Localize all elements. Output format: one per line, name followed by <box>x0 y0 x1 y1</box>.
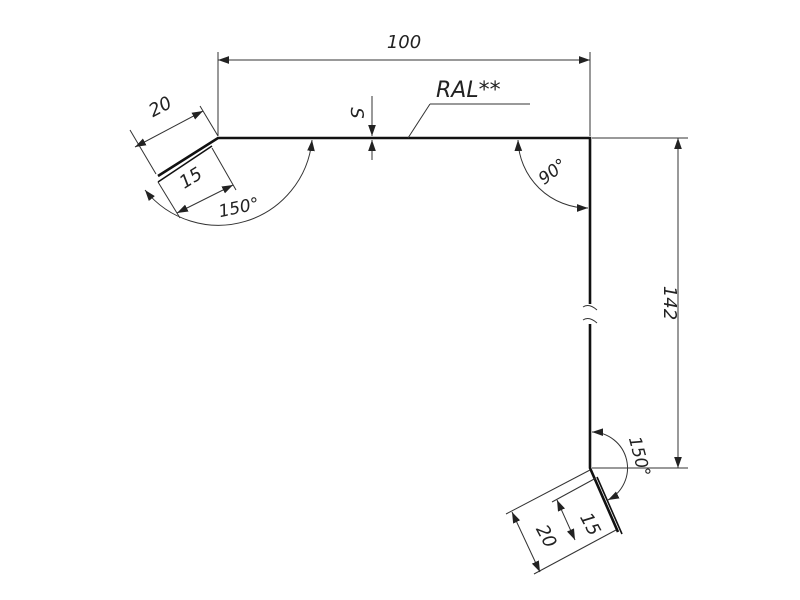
thickness-label: S <box>346 107 367 118</box>
sheet-profile <box>157 136 623 535</box>
bottom-flange-outer-dimension-line <box>511 511 541 573</box>
top-right-corner-angle: 90° <box>514 139 589 212</box>
height-label: 142 <box>659 286 680 320</box>
bottom-angle-arc <box>591 428 628 501</box>
top-left-flange-outer-label: 20 <box>145 92 175 121</box>
top-left-angle-arc <box>144 139 315 226</box>
coating-label: RAL** <box>436 78 501 103</box>
bottom-flange-inner-label: 15 <box>575 509 604 539</box>
bottom-angle-label: 150° <box>624 434 654 479</box>
corner-angle-arc <box>514 139 589 212</box>
profile-outline <box>157 136 620 533</box>
width-label: 100 <box>387 32 421 53</box>
bottom-flange-dimensions: 150° 20 15 <box>505 428 654 575</box>
break-symbol <box>582 304 598 324</box>
coating-leader: RAL** <box>407 78 530 139</box>
top-left-flange-dimensions: 20 15 150° <box>129 92 315 226</box>
flange-outer-dimension-line <box>134 110 204 148</box>
width-dimension: 100 <box>217 32 591 136</box>
thickness-marker: S <box>346 96 376 160</box>
bottom-flange-inner-dimension-line <box>556 499 576 541</box>
height-dimension: 142 <box>592 137 688 469</box>
corner-angle-label: 90° <box>535 155 571 189</box>
bottom-flange-outer-label: 20 <box>531 521 560 551</box>
